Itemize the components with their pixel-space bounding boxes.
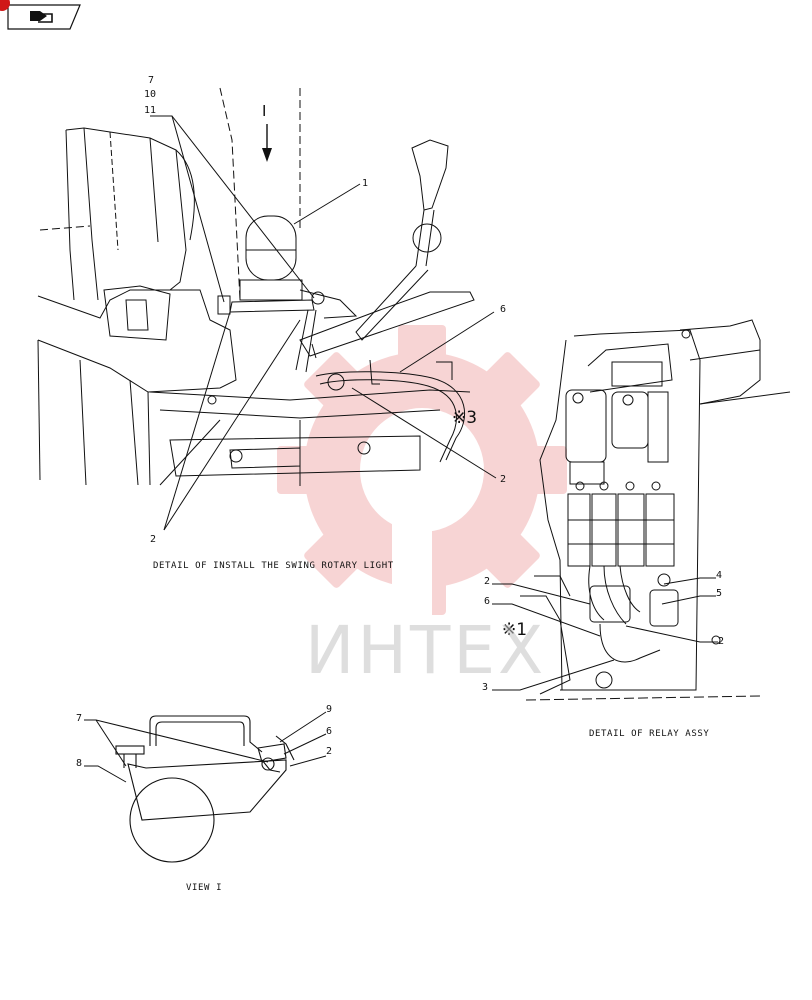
watermark-text: ИНТЕХ xyxy=(305,612,547,689)
leader-lines-upper xyxy=(150,115,497,531)
callout-6-view: 6 xyxy=(326,726,333,737)
callout-4: 4 xyxy=(716,570,723,581)
caption-relay: DETAIL OF RELAY ASSY xyxy=(589,729,710,739)
note-1: ※1 xyxy=(502,620,528,640)
view-i-drawing xyxy=(115,715,295,863)
callout-8: 8 xyxy=(76,758,83,769)
leader-lines-view xyxy=(84,711,327,783)
view-direction-arrow xyxy=(262,124,272,162)
relay-assy-drawing xyxy=(520,319,791,701)
back-button[interactable] xyxy=(0,0,81,30)
callout-1: 1 xyxy=(362,178,369,189)
caption-view-i: VIEW I xyxy=(186,883,223,893)
callout-7: 7 xyxy=(148,75,155,86)
callout-2-relay: 2 xyxy=(484,576,491,587)
swing-light-detail-drawing xyxy=(37,87,475,486)
callout-2-view: 2 xyxy=(326,746,333,757)
watermark-gear-icon xyxy=(277,325,567,630)
note-3: ※3 xyxy=(452,408,478,428)
callout-10: 10 xyxy=(144,89,157,100)
view-marker-label: I xyxy=(262,102,267,120)
callout-3: 3 xyxy=(482,682,489,693)
callout-2-upper-right: 2 xyxy=(500,474,507,485)
callout-5: 5 xyxy=(716,588,723,599)
callout-2-upper-left: 2 xyxy=(150,534,157,545)
callout-9: 9 xyxy=(326,704,333,715)
callout-7-view: 7 xyxy=(76,713,83,724)
leader-lines-relay xyxy=(492,577,718,691)
callout-6-relay: 6 xyxy=(484,596,491,607)
callout-11: 11 xyxy=(144,105,157,116)
caption-swing-light: DETAIL OF INSTALL THE SWING ROTARY LIGHT xyxy=(153,561,394,571)
callout-6-upper: 6 xyxy=(500,304,507,315)
callout-2-relay-right: 2 xyxy=(718,636,725,647)
